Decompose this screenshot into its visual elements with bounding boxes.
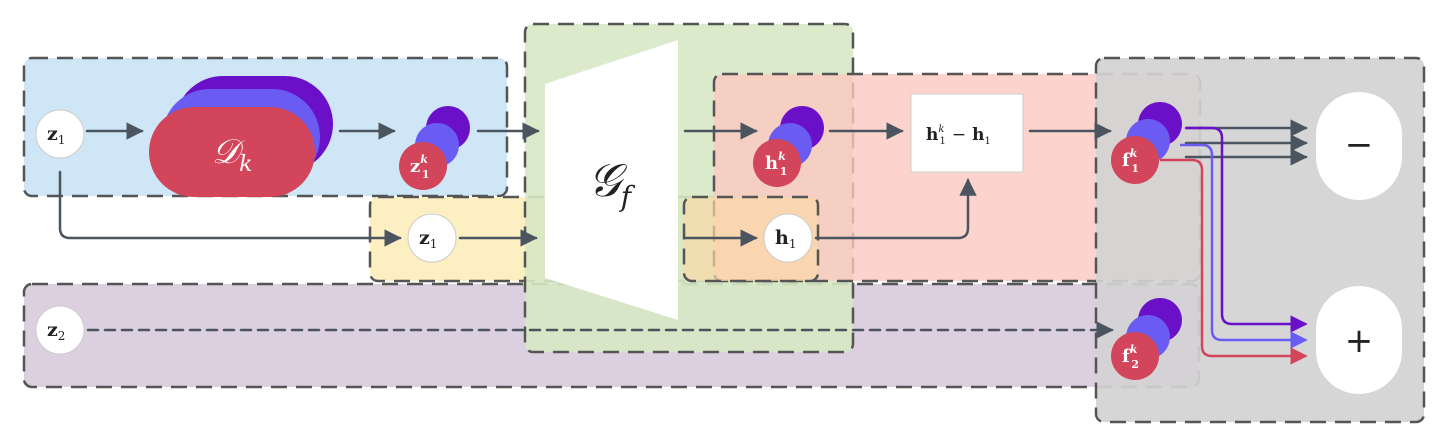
arrows [58, 119, 1308, 339]
plus-output: + [1316, 286, 1402, 394]
arrow-h1-to-diff [814, 178, 977, 240]
arrow-red-to-plus [1160, 158, 1308, 365]
svg-text:hk1−h1: hk1−h1 [926, 124, 991, 147]
colored-arrows [1160, 126, 1308, 365]
arrow-purple-to-plus [1186, 126, 1308, 333]
svg-text:fk1: fk1 [1122, 147, 1139, 175]
direction-model-stack: 𝒟k [149, 76, 333, 197]
z1-mid-node: z1 [407, 213, 457, 263]
arrow-blue-to-plus [1180, 143, 1308, 349]
svg-text:h1: h1 [775, 227, 796, 251]
arrow-z1-to-z1mid [58, 170, 402, 247]
z1-input-node: z1 [35, 109, 85, 159]
svg-text:hk1: hk1 [765, 150, 787, 178]
svg-text:zk1: zk1 [410, 153, 430, 181]
svg-text:z2: z2 [47, 319, 65, 343]
svg-text:z1: z1 [419, 227, 437, 251]
minus-output: − [1316, 92, 1402, 200]
svg-text:z1: z1 [47, 123, 65, 147]
svg-text:−: − [1345, 125, 1374, 165]
svg-text:fk2: fk2 [1122, 343, 1139, 371]
generator-block [545, 40, 678, 320]
h1-node: h1 [763, 213, 813, 263]
svg-text:+: + [1345, 321, 1374, 361]
z2-input-node: z2 [35, 305, 85, 355]
